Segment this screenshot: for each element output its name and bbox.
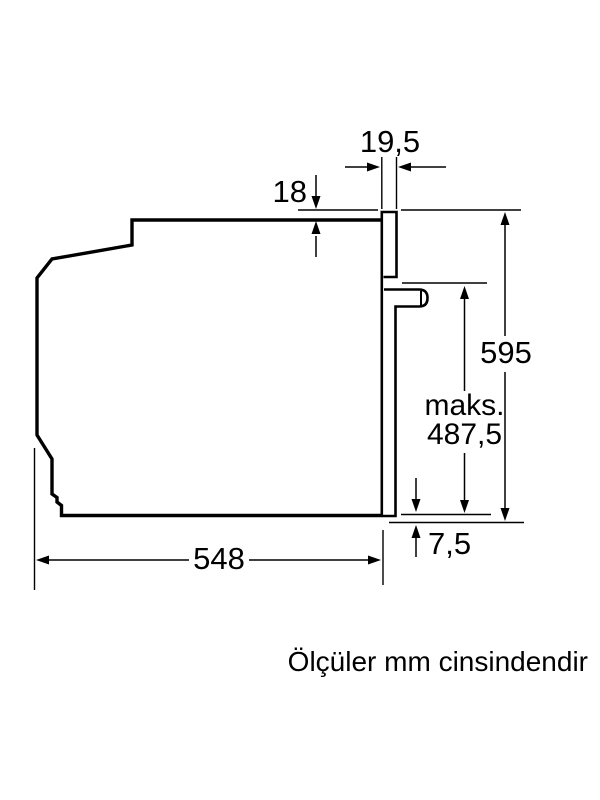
oven-door-and-handle <box>381 288 429 518</box>
dimension-reference-lines <box>33 157 524 590</box>
dim-label-max-niche: maks. 487,5 <box>408 389 521 451</box>
dim-label-total-height: 595 <box>480 335 532 370</box>
dimension-lines <box>47 166 506 561</box>
dim-label-body-depth: 548 <box>193 541 245 576</box>
units-caption: Ölçüler mm cinsindendir <box>287 646 588 677</box>
dim-label-fascia-depth: 19,5 <box>359 124 421 159</box>
dim-label-fascia-top-offset: 18 <box>272 174 307 209</box>
dim-label-bottom-clearance: 7,5 <box>428 526 472 561</box>
dimension-arrowheads <box>36 162 510 565</box>
dim-label-max-word: maks. <box>424 389 505 422</box>
dim-label-max-value: 487,5 <box>426 418 503 451</box>
oven-body-outline <box>35 218 382 518</box>
oven-front-fascia <box>380 210 398 516</box>
